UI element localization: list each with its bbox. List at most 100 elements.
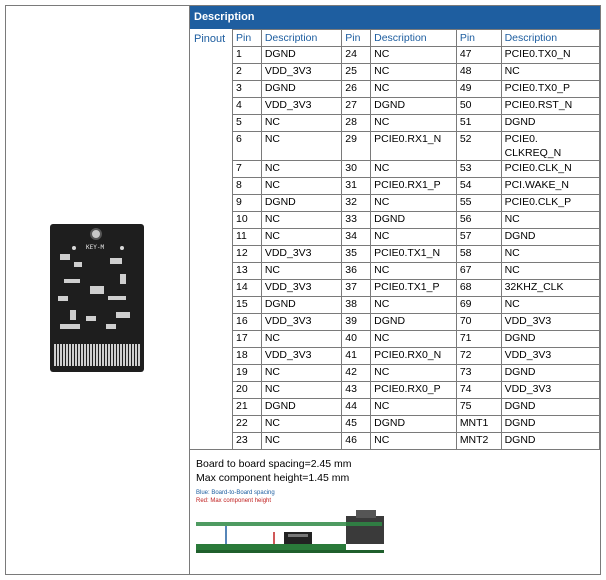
pin-description: DGND	[500, 432, 601, 450]
pin-number: 20	[232, 381, 262, 399]
cross-section-diagram	[196, 510, 384, 553]
pin-number: 3	[232, 80, 262, 98]
pin-description: DGND	[370, 415, 457, 433]
col-header-description-2: Description	[370, 29, 457, 47]
pin-number: 54	[455, 177, 502, 195]
pin-number: 48	[455, 63, 502, 81]
pin-description: NC	[370, 432, 457, 450]
pin-description: 32KHZ_CLK	[500, 279, 601, 297]
pin-description: NC	[370, 194, 457, 212]
pin-number: 38	[341, 296, 372, 314]
pin-number: 53	[455, 160, 502, 178]
pin-number: 5	[232, 114, 262, 132]
pin-number: 39	[341, 313, 372, 331]
pin-description: PCIE0.RX0_P	[370, 381, 457, 399]
pin-number: 56	[455, 211, 502, 229]
pin-description: VDD_3V3	[260, 279, 343, 297]
pin-description: DGND	[370, 97, 457, 115]
pin-description: PCI.WAKE_N	[500, 177, 601, 195]
pin-number: 47	[455, 46, 502, 64]
spacing-info-section: Board to board spacing=2.45 mm Max compo…	[190, 449, 600, 574]
pin-description: PCIE0.RST_N	[500, 97, 601, 115]
pin-description: VDD_3V3	[500, 381, 601, 399]
pin-description: NC	[370, 228, 457, 246]
pin-description: NC	[370, 296, 457, 314]
pin-number: 58	[455, 245, 502, 263]
pin-number: 74	[455, 381, 502, 399]
pin-number: 69	[455, 296, 502, 314]
pin-description: PCIE0.RX1_P	[370, 177, 457, 195]
pin-number: 25	[341, 63, 372, 81]
pin-description: DGND	[370, 211, 457, 229]
pin-description: NC	[260, 114, 343, 132]
pin-number: 29	[341, 131, 372, 161]
pin-description: DGND	[260, 194, 343, 212]
pin-description: DGND	[500, 114, 601, 132]
description-header: Description	[190, 6, 600, 29]
pin-number: 46	[341, 432, 372, 450]
pin-number: 19	[232, 364, 262, 382]
pin-description: DGND	[500, 330, 601, 348]
pin-description: NC	[260, 364, 343, 382]
pin-number: 72	[455, 347, 502, 365]
pin-description: PCIE0.RX0_N	[370, 347, 457, 365]
col-header-pin-1: Pin	[232, 29, 262, 47]
pin-description: NC	[260, 211, 343, 229]
col-header-description-1: Description	[260, 29, 343, 47]
pin-number: 7	[232, 160, 262, 178]
board-pcb-bottom	[196, 544, 346, 550]
pin-number: 70	[455, 313, 502, 331]
col-header-pin-3: Pin	[455, 29, 502, 47]
pin-description: NC	[370, 262, 457, 280]
pin-number: MNT2	[455, 432, 502, 450]
col-header-pin-2: Pin	[341, 29, 372, 47]
pin-number: 52	[455, 131, 502, 161]
pin-description: DGND	[500, 398, 601, 416]
pin-number: 12	[232, 245, 262, 263]
pin-description: NC	[370, 63, 457, 81]
pin-number: 34	[341, 228, 372, 246]
pin-description: DGND	[260, 46, 343, 64]
pin-description: VDD_3V3	[260, 313, 343, 331]
pin-number: 6	[232, 131, 262, 161]
pin-number: 44	[341, 398, 372, 416]
pin-description: PCIE0.CLK_P	[500, 194, 601, 212]
pin-number: 4	[232, 97, 262, 115]
pin-description: VDD_3V3	[260, 347, 343, 365]
pin-description: NC	[500, 63, 601, 81]
pin-description: NC	[370, 398, 457, 416]
pin-description: NC	[260, 432, 343, 450]
edge-connector-contacts	[54, 344, 140, 366]
pin-description: NC	[260, 228, 343, 246]
pin-number: 23	[232, 432, 262, 450]
board-silkscreen-label: KEY-M	[86, 244, 105, 251]
pin-description: PCIE0.CLK_N	[500, 160, 601, 178]
pin-description: PCIE0.RX1_N	[370, 131, 457, 161]
pin-number: MNT1	[455, 415, 502, 433]
pin-description: NC	[260, 177, 343, 195]
pinout-table: Pin Description Pin Description Pin Desc…	[232, 29, 601, 450]
pin-number: 45	[341, 415, 372, 433]
mounting-hole	[90, 228, 102, 240]
pin-description: PCIE0. CLKREQ_N	[500, 131, 601, 161]
pin-number: 33	[341, 211, 372, 229]
table-header-row: Pin Description Pin Description Pin Desc…	[232, 29, 601, 47]
pin-number: 55	[455, 194, 502, 212]
board-spacing-text: Board to board spacing=2.45 mm	[196, 458, 352, 470]
module-image-cell: KEY-M	[6, 6, 190, 574]
pin-number: 16	[232, 313, 262, 331]
pin-number: 13	[232, 262, 262, 280]
description-cell: Description Pinout Pin Description Pin D…	[190, 6, 601, 574]
